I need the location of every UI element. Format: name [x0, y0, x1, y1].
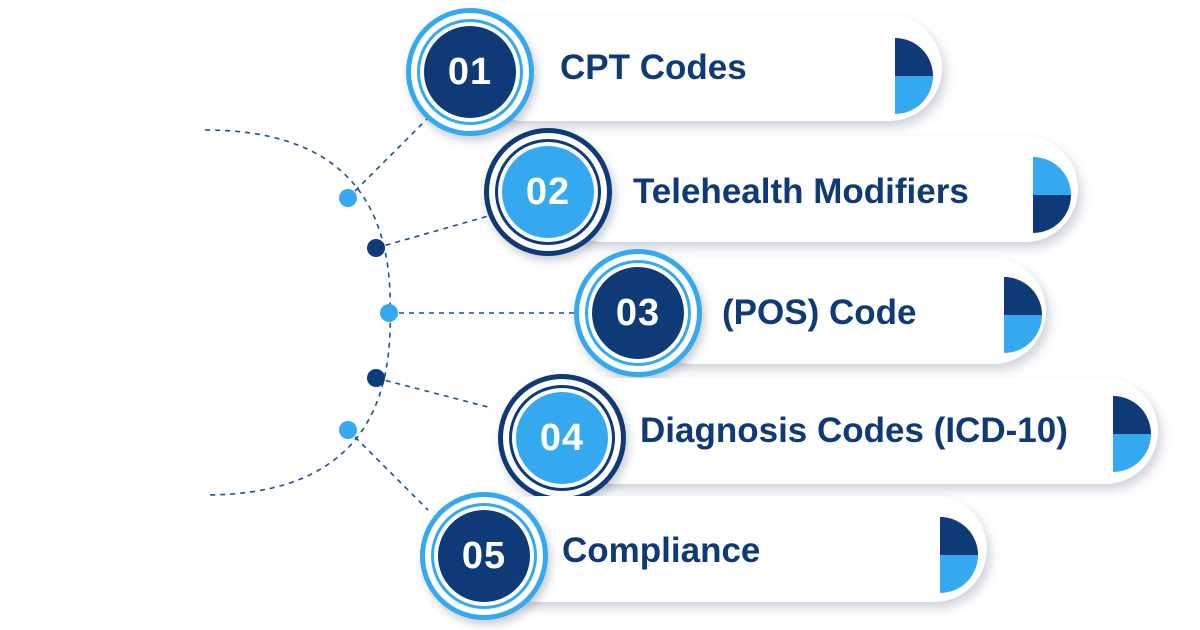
step-number: 02 [502, 146, 594, 238]
node-dot-05 [339, 421, 357, 439]
quarter-marker-icon [1004, 277, 1042, 353]
connector-line-01 [347, 117, 429, 199]
step-pill [470, 15, 942, 121]
quarter-marker-icon [940, 517, 978, 593]
step-label: Telehealth Modifiers [633, 172, 969, 211]
step-number: 04 [516, 392, 608, 484]
connector-line-04 [375, 377, 493, 409]
step-badge: 05 [420, 492, 548, 620]
step-number: 01 [424, 26, 516, 118]
step-number: 05 [438, 510, 530, 602]
step-label: Compliance [562, 531, 761, 570]
step-badge: 01 [406, 8, 534, 136]
step-number: 03 [592, 267, 684, 359]
step-pill [550, 136, 1078, 242]
step-pill [485, 496, 987, 602]
step-label: CPT Codes [560, 48, 747, 87]
step-badge: 03 [574, 249, 702, 377]
step-pill [640, 258, 1046, 364]
step-badge: 04 [498, 374, 626, 502]
arc-curve [204, 129, 391, 496]
node-dot-04 [367, 369, 385, 387]
step-pill [562, 378, 1158, 484]
node-dot-03 [380, 304, 398, 322]
node-dot-01 [339, 189, 357, 207]
step-badge: 02 [484, 128, 612, 256]
connector-line-05 [347, 429, 429, 511]
connector-line-02 [375, 214, 493, 249]
step-label: Diagnosis Codes (ICD-10) [640, 411, 1068, 450]
quarter-marker-icon [1033, 157, 1071, 233]
node-dot-02 [367, 239, 385, 257]
step-label: (POS) Code [722, 293, 917, 332]
quarter-marker-icon [895, 38, 933, 114]
quarter-marker-icon [1113, 396, 1151, 472]
